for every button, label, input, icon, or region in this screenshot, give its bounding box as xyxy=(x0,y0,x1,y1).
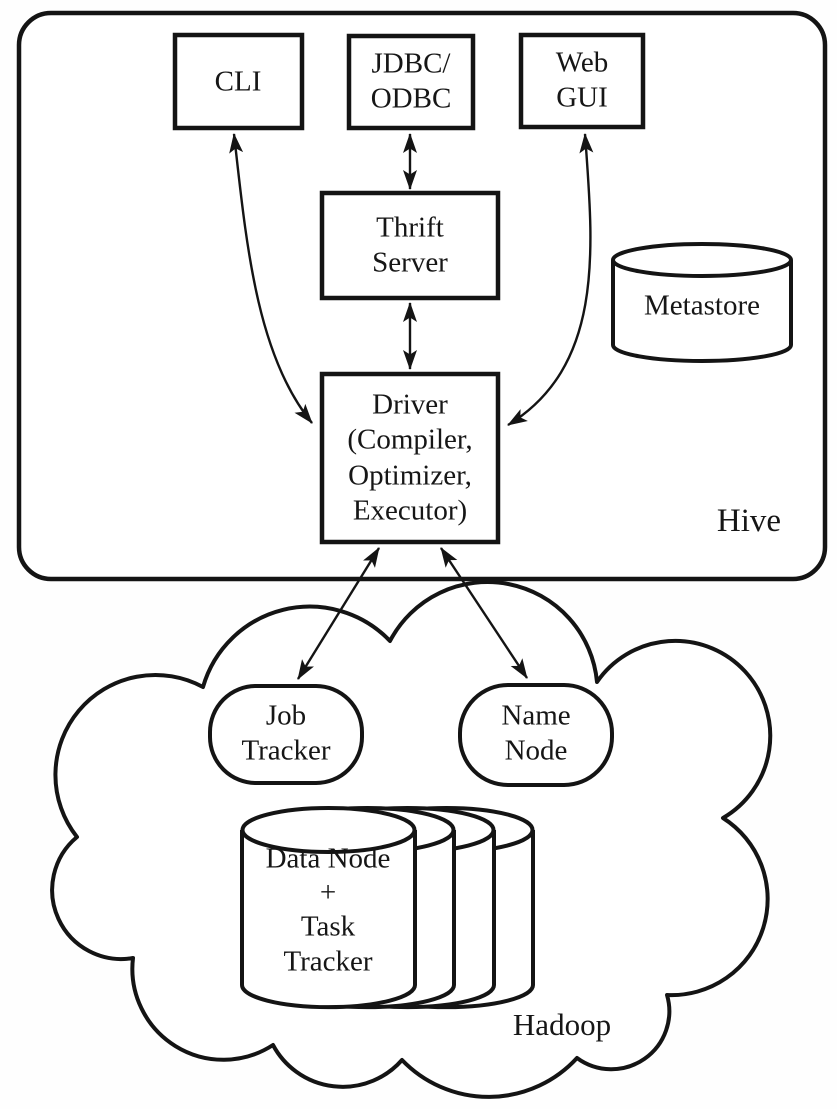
arrow-cli-driver xyxy=(229,133,313,424)
arrow-driver-jobtracker xyxy=(296,547,381,680)
cli-box xyxy=(172,32,305,131)
web-gui-box xyxy=(518,32,646,130)
job-tracker-node xyxy=(208,684,364,785)
arrow-driver-namenode xyxy=(439,547,529,679)
stack-cylinder-front xyxy=(240,806,417,1010)
arrow-webgui-driver xyxy=(507,133,594,427)
driver-box xyxy=(319,371,501,545)
data-node-cylinder-stack xyxy=(240,806,535,1010)
jdbc-odbc-box xyxy=(346,33,476,131)
metastore-cylinder xyxy=(611,242,793,363)
thrift-server-box xyxy=(319,190,501,301)
name-node-node xyxy=(458,683,614,787)
